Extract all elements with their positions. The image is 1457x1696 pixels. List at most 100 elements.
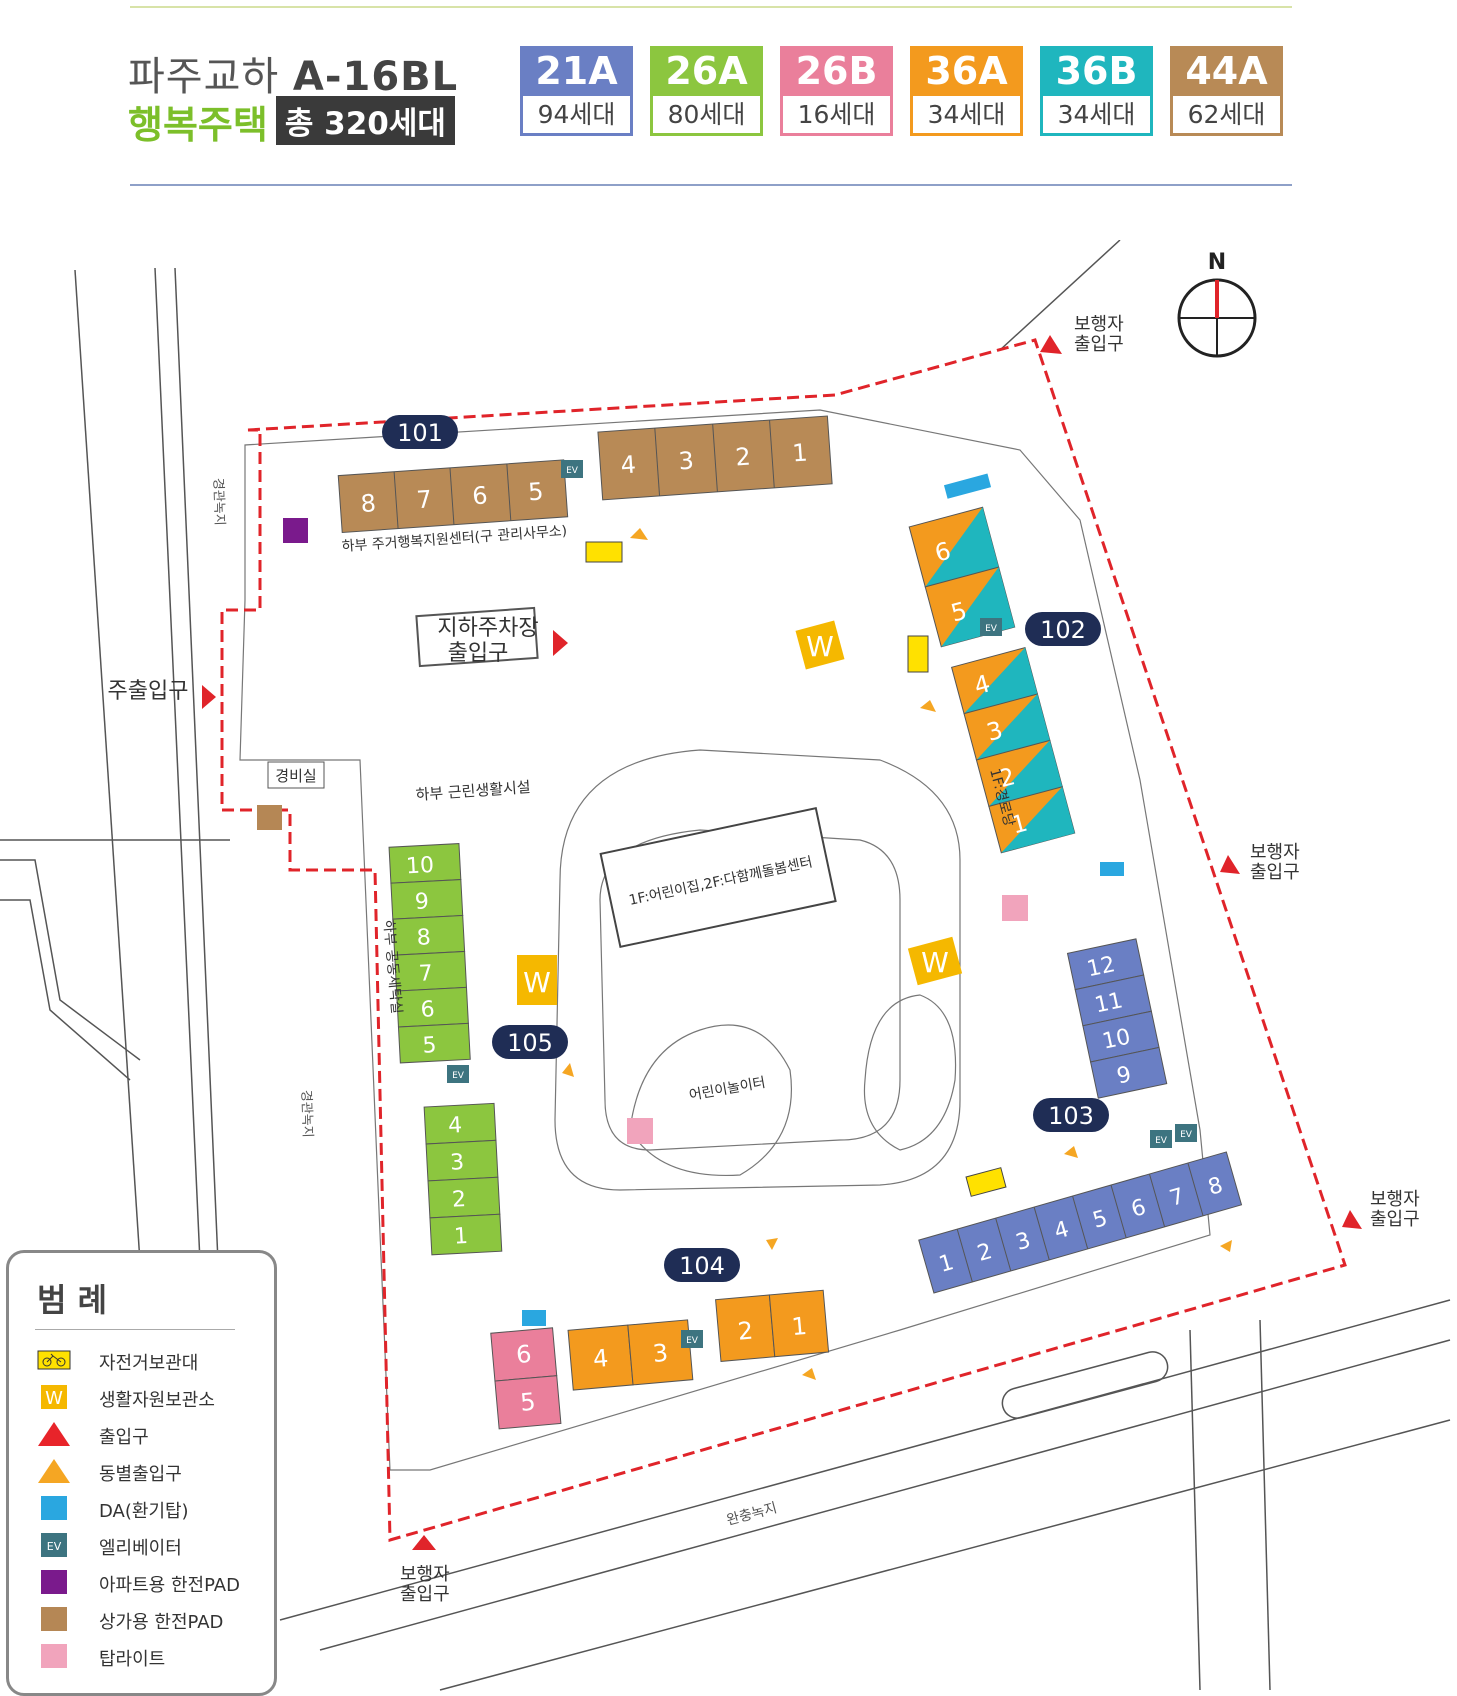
w-icon-label: W bbox=[921, 946, 949, 979]
unit-number: 4 bbox=[592, 1344, 610, 1373]
unit-number: 3 bbox=[652, 1339, 670, 1368]
ev-icon: EV bbox=[41, 1533, 67, 1557]
ev-label: EV bbox=[686, 1336, 699, 1346]
buffer-green-label: 완충녹지 bbox=[725, 1500, 779, 1529]
unit-number: 6 bbox=[932, 537, 954, 568]
orange-triangle-icon bbox=[1220, 1240, 1232, 1252]
building-105-badge bbox=[492, 1025, 568, 1059]
landscape-green-label: 경관녹지 bbox=[210, 478, 227, 526]
bicycle-racks bbox=[585, 541, 1007, 1197]
vents-and-pads bbox=[257, 473, 1124, 1326]
parking-entrance-label-line2: 출입구 bbox=[448, 641, 509, 666]
orange-triangle-icon bbox=[920, 700, 936, 712]
building-101-badge bbox=[382, 415, 458, 449]
legend-label: DA(환기탑) bbox=[99, 1501, 189, 1522]
vent-icon bbox=[943, 473, 992, 499]
ev-icon bbox=[681, 1330, 703, 1348]
unit-number: 5 bbox=[519, 1388, 537, 1417]
unit-number: 7 bbox=[418, 961, 433, 987]
commercial-pad-icon bbox=[41, 1607, 67, 1631]
unit-number: 2 bbox=[737, 1317, 755, 1346]
housing-type: 행복주택 bbox=[128, 103, 268, 147]
unit-count: 80세대 bbox=[650, 96, 763, 136]
unit-number: 9 bbox=[414, 889, 429, 915]
building-101: 8 7 6 5 4 3 2 1 101 하부 주거행복지원센터(구 관리사무소) bbox=[337, 415, 833, 555]
red-triangle-icon bbox=[553, 630, 568, 656]
unit-type-44a: 44A 62세대 bbox=[1170, 46, 1283, 138]
w-icon: W bbox=[41, 1385, 67, 1409]
legend-divider bbox=[35, 1329, 235, 1330]
complex-title: 파주교하 A-16BL bbox=[128, 44, 458, 102]
unit-count: 16세대 bbox=[780, 96, 893, 136]
bicycle-icon bbox=[585, 541, 623, 563]
pedestrian-entrance-e-2: 출입구 bbox=[1250, 862, 1300, 883]
vent-icon bbox=[41, 1496, 67, 1520]
red-triangle-icon bbox=[1220, 855, 1240, 874]
unit-number: 3 bbox=[984, 716, 1006, 747]
unit-number: 4 bbox=[448, 1113, 463, 1139]
unit-number: 1 bbox=[1008, 809, 1030, 840]
unit-number: 7 bbox=[416, 485, 433, 514]
building-102-number: 102 bbox=[1040, 616, 1086, 644]
unit-number: 6 bbox=[515, 1340, 533, 1369]
unit-number: 11 bbox=[1092, 988, 1125, 1018]
unit-number: 9 bbox=[1115, 1062, 1134, 1089]
ev-icon bbox=[1150, 1130, 1172, 1148]
ev-label: EV bbox=[452, 1071, 465, 1081]
unit-number: 1 bbox=[791, 439, 808, 468]
legend-panel: 범 례 자전거보관대 W 생활자원보관소 출입구 동별출입구 DA(환기탑) E… bbox=[6, 1250, 277, 1696]
toplight-icon bbox=[1002, 895, 1028, 921]
bicycle-icon bbox=[37, 1350, 71, 1370]
header-top-rule bbox=[130, 6, 1292, 8]
legend-label: 출입구 bbox=[99, 1427, 149, 1448]
building-103-number: 103 bbox=[1048, 1102, 1094, 1130]
unit-number: 8 bbox=[416, 925, 431, 951]
unit-number: 1 bbox=[453, 1224, 468, 1250]
guard-room-label: 경비실 bbox=[275, 767, 316, 785]
ev-label: EV bbox=[566, 466, 579, 476]
orange-triangle-icon bbox=[38, 1459, 70, 1483]
legend-label: 상가용 한전PAD bbox=[99, 1612, 224, 1633]
building-102: 6 5 4 3 2 1 102 1F:경로당 bbox=[908, 506, 1101, 854]
site-boundary bbox=[220, 338, 1347, 1542]
unit-number: 3 bbox=[1013, 1228, 1033, 1256]
toplight-icon bbox=[627, 1118, 653, 1144]
orange-triangle-icon bbox=[562, 1063, 574, 1077]
unit-type-label: 26A bbox=[650, 46, 763, 96]
building-105: 10 9 8 7 6 5 4 3 2 1 105 하부 공동세탁실 bbox=[380, 843, 568, 1256]
pedestrian-entrance-se-2: 출입구 bbox=[1370, 1209, 1420, 1230]
unit-type-label: 21A bbox=[520, 46, 633, 96]
unit-number: 8 bbox=[1205, 1173, 1225, 1201]
ev-icon bbox=[980, 618, 1002, 636]
playground-label: 어린이놀이터 bbox=[688, 1075, 767, 1104]
bicycle-icon bbox=[965, 1167, 1007, 1197]
apt-pad-icon bbox=[283, 518, 308, 543]
site-plan-map: 8 7 6 5 4 3 2 1 101 하부 주거행복지원센터(구 관리사무소)… bbox=[0, 240, 1451, 1691]
w-icon-label: W bbox=[806, 630, 834, 663]
legend-label: 동별출입구 bbox=[99, 1464, 182, 1485]
red-triangle-icon bbox=[38, 1422, 70, 1446]
pedestrian-entrances: 보행자 출입구 보행자 출입구 보행자 출입구 보행자 출입구 bbox=[400, 314, 1420, 1605]
guard-room bbox=[267, 761, 325, 789]
unit-type-label: 44A bbox=[1170, 46, 1283, 96]
unit-number: 5 bbox=[527, 477, 544, 506]
unit-number: 4 bbox=[971, 669, 993, 700]
unit-number: 7 bbox=[1167, 1184, 1187, 1212]
unit-number: 5 bbox=[1090, 1206, 1110, 1234]
parking-entrance: 지하주차장 출입구 bbox=[415, 606, 568, 668]
building-105-number: 105 bbox=[507, 1029, 553, 1057]
unit-number: 2 bbox=[996, 762, 1018, 793]
pedestrian-entrance-e: 보행자 bbox=[1250, 842, 1300, 863]
building-103: 12 11 10 9 8 7 6 5 4 3 2 1 103 bbox=[918, 938, 1243, 1294]
pedestrian-entrance-ne: 보행자 bbox=[1074, 314, 1124, 335]
unit-type-21a: 21A 94세대 bbox=[520, 46, 633, 138]
orange-triangle-icon bbox=[766, 1238, 778, 1250]
unit-number: 6 bbox=[471, 481, 488, 510]
unit-number: 6 bbox=[1128, 1195, 1148, 1223]
elevators: EV EV EV EV EV EV bbox=[447, 460, 1197, 1348]
toplight-icon bbox=[41, 1644, 67, 1668]
w-icon-label: W bbox=[523, 966, 551, 999]
total-households-badge: 총 320세대 bbox=[275, 96, 455, 145]
unit-number: 2 bbox=[451, 1187, 466, 1213]
complex-location: 파주교하 bbox=[128, 54, 280, 100]
